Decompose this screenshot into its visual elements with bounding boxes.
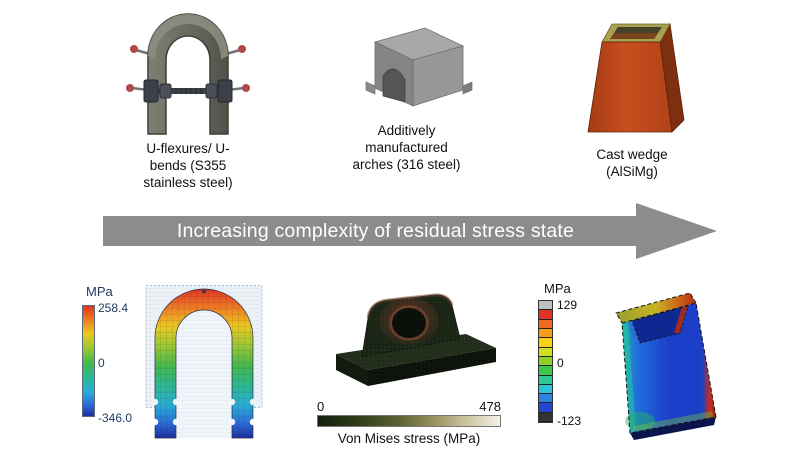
fea-wedge-panel: MPa 129 0 -123 bbox=[538, 281, 793, 449]
specimen-am-arch: Additively manufactured arches (316 stee… bbox=[334, 20, 479, 174]
ubend-fea-render bbox=[145, 285, 263, 439]
fea-ubend-panel: MPa 258.4 0 -346.0 bbox=[82, 284, 277, 448]
am-arch-render bbox=[365, 27, 473, 107]
wedge-tick-mid: 0 bbox=[557, 356, 564, 370]
wedge-fea-render bbox=[615, 292, 717, 440]
ubend-tick-mid: 0 bbox=[98, 356, 105, 370]
wedge-tick-min: -123 bbox=[557, 414, 582, 428]
ubend-colorbar-unit: MPa bbox=[86, 284, 113, 299]
cast-wedge-render bbox=[587, 22, 685, 133]
arch-colorbar-caption: Von Mises stress (MPa) bbox=[337, 431, 481, 446]
wedge-colorbar bbox=[538, 300, 553, 423]
ubend-tick-min: -346.0 bbox=[98, 411, 133, 425]
arch-fea-render bbox=[336, 293, 496, 386]
arch-colorbar bbox=[317, 415, 501, 427]
arrow-shape bbox=[103, 203, 717, 259]
specimen-cast-wedge: Cast wedge (AlSiMg) bbox=[562, 6, 702, 181]
arch-tick-max: 478 bbox=[479, 399, 501, 414]
fea-arch-panel: 0 478 Von Mises stress (MPa) bbox=[308, 290, 510, 448]
ubend-tick-max: 258.4 bbox=[98, 301, 129, 315]
arrow-label: Increasing complexity of residual stress… bbox=[176, 219, 575, 242]
arch-tick-min: 0 bbox=[317, 399, 325, 414]
caption-u-flexure: U-flexures/ U-bends (S355 stainless stee… bbox=[143, 141, 233, 190]
u-flexure-render bbox=[126, 13, 250, 135]
ubend-colorbar bbox=[82, 305, 95, 417]
caption-cast-wedge: Cast wedge (AlSiMg) bbox=[596, 147, 668, 179]
wedge-tick-max: 129 bbox=[557, 298, 578, 312]
caption-am-arch: Additively manufactured arches (316 stee… bbox=[352, 123, 461, 172]
specimen-u-flexure: U-flexures/ U-bends (S355 stainless stee… bbox=[113, 4, 263, 192]
complexity-arrow: Increasing complexity of residual stress… bbox=[103, 203, 717, 259]
arrow-polygon bbox=[103, 203, 717, 259]
wedge-colorbar-unit: MPa bbox=[544, 281, 571, 296]
